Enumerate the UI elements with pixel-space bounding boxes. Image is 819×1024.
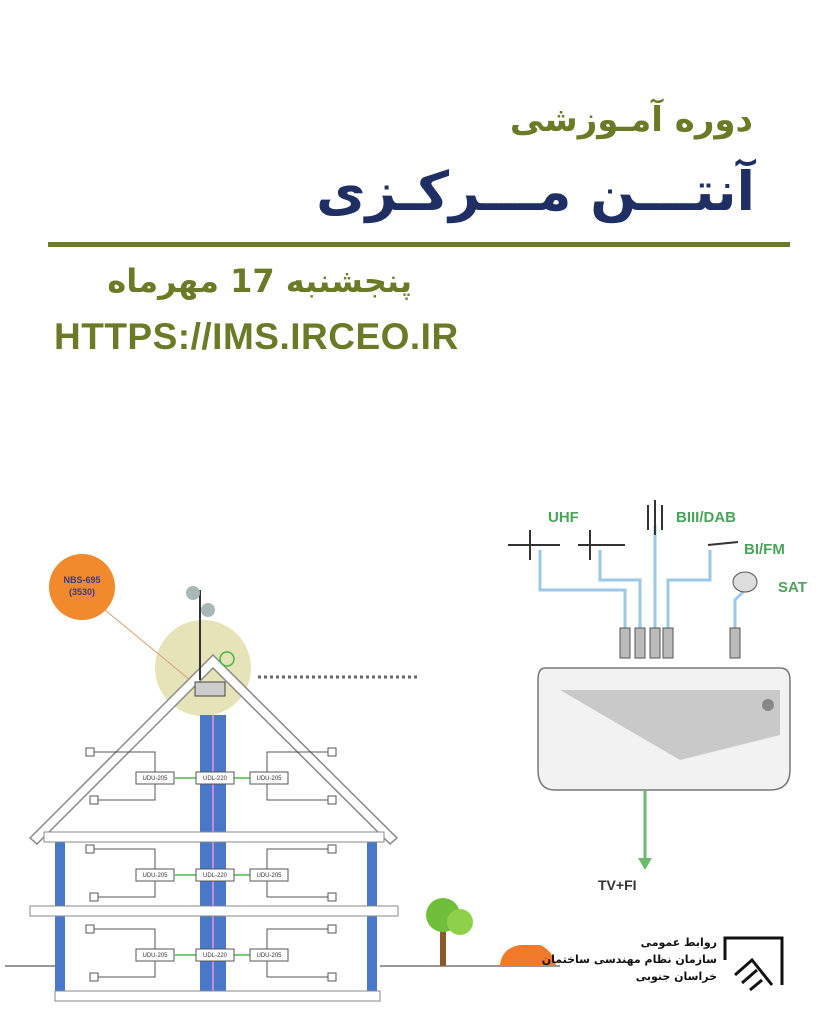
output-label: TV+FI <box>598 877 637 893</box>
splitter-box <box>249 868 289 882</box>
roof <box>28 653 399 846</box>
wall-outlet-icon <box>85 844 95 854</box>
organization-name: روابط عمومی سازمان نظام مهندسی ساختمان خ… <box>542 934 717 985</box>
wall-outlet-icon <box>327 892 337 902</box>
splitter-box-label: UDU-205 <box>142 953 168 959</box>
car-icon <box>500 945 556 965</box>
splitter-box-label: UDU-205 <box>256 873 282 879</box>
splitter-box-label: UDU-205 <box>142 873 168 879</box>
wall-outlet-icon <box>85 747 95 757</box>
distributor-box <box>195 948 235 962</box>
wall-outlet-icon <box>89 795 99 805</box>
sat-label: SAT <box>778 579 807 596</box>
website-url[interactable]: HTTPS://IMS.IRCEO.IR <box>54 316 459 357</box>
sticker <box>49 554 115 620</box>
wall-outlet-icon <box>85 924 95 934</box>
splitter-box <box>249 771 289 785</box>
wall-outlet-icon <box>327 795 337 805</box>
amplifier-icon <box>194 681 226 697</box>
splitter-box-label: UDU-205 <box>142 776 168 782</box>
distributor-box-label: UDL-220 <box>203 873 228 879</box>
distributor-box-label: UDL-220 <box>203 776 228 782</box>
floor-slab <box>54 990 381 1002</box>
distributor-box-label: UDL-220 <box>203 953 228 959</box>
distributor-box <box>195 771 235 785</box>
satellite-dish-icon <box>732 571 758 593</box>
divider <box>48 242 790 247</box>
splitter-box-label: UDU-205 <box>256 776 282 782</box>
wall-outlet-icon <box>89 972 99 982</box>
logo-line-3: خراسان جنوبی <box>635 970 717 983</box>
course-title: آنتـــن مـــرکـزی <box>316 160 755 223</box>
wall-outlet-icon <box>89 892 99 902</box>
engineering-organization-logo-icon <box>723 936 784 992</box>
uhf-label: UHF <box>548 509 579 526</box>
wall-outlet-icon <box>327 747 337 757</box>
course-label: دوره آمـوزشی <box>509 100 753 140</box>
logo-line-2: سازمان نظام مهندسی ساختمان <box>541 953 717 966</box>
splitter-box <box>249 948 289 962</box>
sticker-code: (3530) <box>69 587 95 597</box>
dab-antenna-icon <box>647 500 663 535</box>
floor-slab <box>43 831 385 843</box>
wall-outlet-icon <box>327 972 337 982</box>
event-date: پنجشنبه 17 مهرماه <box>107 262 412 300</box>
antenna-cables <box>538 525 747 640</box>
wall-outlet-icon <box>327 924 337 934</box>
dish-icon <box>219 651 235 667</box>
brand-logo-icon <box>762 699 774 711</box>
distributor-box <box>195 868 235 882</box>
logo-line-1: روابط عمومی <box>640 936 717 949</box>
uhf-antenna-icon <box>508 530 560 560</box>
floor-slab <box>29 905 399 917</box>
wall-outlet-icon <box>327 844 337 854</box>
biii-dab-label: BIII/DAB <box>676 509 736 526</box>
bi-fm-label: BI/FM <box>744 541 785 558</box>
uhf-antenna-icon <box>578 530 625 560</box>
arrow-down-icon <box>638 858 652 870</box>
sticker-model: NBS-695 <box>63 575 100 585</box>
fm-antenna-icon <box>707 541 739 546</box>
splitter-box-label: UDU-205 <box>256 953 282 959</box>
